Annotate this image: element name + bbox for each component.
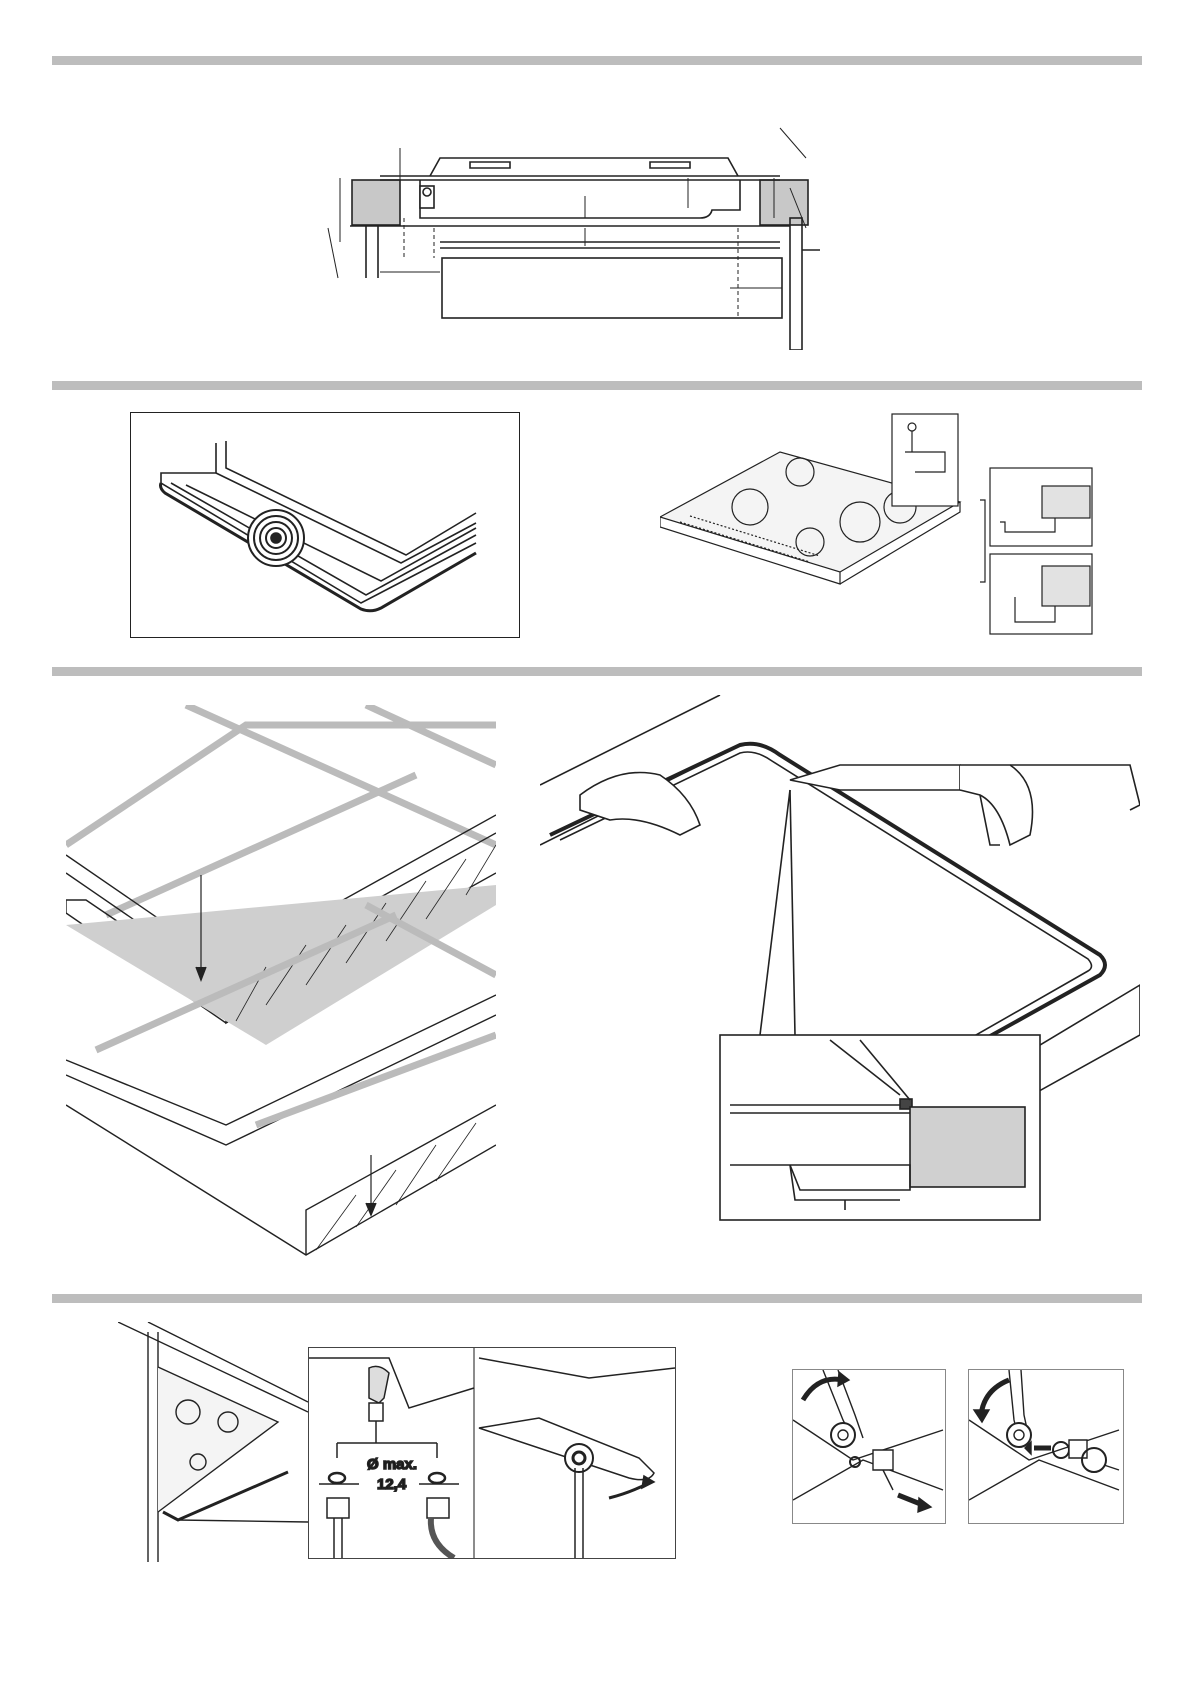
seal-tape-figure (130, 412, 520, 638)
max-diameter-label: Ø max. (367, 1456, 417, 1473)
gas-connection-seal-figure: Ø max. 12,4 (308, 1347, 676, 1559)
max-diameter-value: 12,4 (377, 1476, 407, 1493)
section-divider-1 (52, 56, 1142, 65)
section-divider-4 (52, 1294, 1142, 1303)
tiled-worktop-figure (66, 705, 496, 1260)
sealant-application-figure (540, 695, 1140, 1225)
wrench-tightening-figure-1 (792, 1369, 946, 1524)
hob-cross-section-figure (320, 118, 840, 350)
section-divider-2 (52, 381, 1142, 390)
section-divider-3 (52, 667, 1142, 676)
hob-underside-clamps-figure (660, 412, 1100, 642)
gas-connection-corner-figure (118, 1322, 308, 1562)
wrench-tightening-figure-2 (968, 1369, 1124, 1524)
